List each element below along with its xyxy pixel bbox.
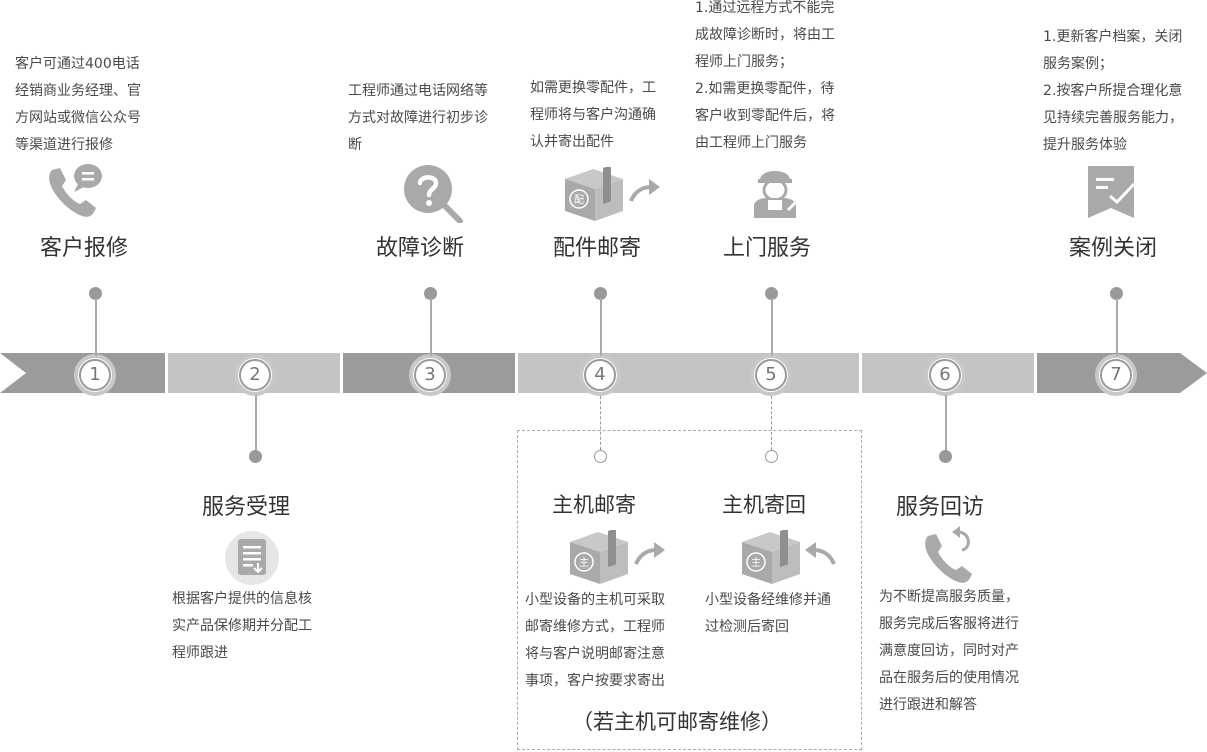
step-5-number: 5 — [750, 354, 792, 396]
question-search-icon — [402, 163, 464, 227]
step-7-number: 7 — [1095, 354, 1137, 396]
svg-text:配: 配 — [574, 194, 584, 206]
connector-dot — [424, 287, 437, 300]
step-6-desc: 为不断提高服务质量，服务完成后客服将进行满意度回访，同时对产品在服务后的使用情况… — [879, 589, 1019, 713]
box-send-icon: 主 — [568, 528, 666, 590]
box-return-icon: 主 — [740, 528, 838, 590]
phone-chat-icon — [44, 160, 104, 224]
step-6-title: 服务回访 — [896, 495, 985, 520]
branch-return-desc: 小型设备经维修并通过检测后寄回 — [705, 592, 831, 635]
svg-text:主: 主 — [579, 557, 589, 569]
document-icon — [224, 530, 280, 590]
branch-send-desc: 小型设备的主机可采取邮寄维修方式，工程师将与客户说明邮寄注意事项，客户按要求寄出 — [525, 592, 665, 689]
step-4-number: 4 — [579, 354, 621, 396]
connector-dot — [1110, 287, 1123, 300]
connector-dot — [939, 450, 952, 463]
branch-dot — [765, 450, 778, 463]
branch-dot — [594, 450, 607, 463]
step-7-desc: 1.更新客户档案，关闭服务案例；2.按客户所提合理化意见持续完善服务能力，提升服… — [1043, 29, 1183, 153]
svg-text:主: 主 — [751, 557, 761, 569]
connector-dot — [765, 287, 778, 300]
step-4-title: 配件邮寄 — [553, 236, 642, 261]
step-3-desc: 工程师通过电话网络等方式对故障进行初步诊断 — [348, 83, 488, 153]
connector-dot — [89, 287, 102, 300]
connector-dot — [594, 287, 607, 300]
branch-return-title: 主机寄回 — [722, 493, 806, 517]
connector-line — [95, 298, 97, 356]
step-6-number: 6 — [924, 354, 966, 396]
branch-send-title: 主机邮寄 — [552, 493, 636, 517]
connector-line — [255, 395, 257, 453]
phone-callback-icon — [922, 526, 982, 590]
step-1-title: 客户报修 — [40, 236, 129, 261]
step-3-number: 3 — [409, 354, 451, 396]
branch-box — [517, 430, 862, 750]
bookmark-check-icon — [1084, 164, 1140, 226]
step-5-desc: 1.通过远程方式不能完成故障诊断时，将由工程师上门服务；2.如需更换零配件，待客… — [695, 0, 835, 151]
step-4-desc: 如需更换零配件，工程师将与客户沟通确认并寄出配件 — [530, 80, 656, 150]
box-send-icon: 配 — [563, 165, 661, 227]
step-2-desc: 根据客户提供的信息核实产品保修期并分配工程师跟进 — [172, 591, 312, 661]
connector-line — [1116, 298, 1118, 356]
branch-note: （若主机可邮寄维修） — [572, 710, 782, 734]
step-1-number: 1 — [74, 354, 116, 396]
step-3-title: 故障诊断 — [376, 236, 465, 261]
step-2-title: 服务受理 — [202, 495, 291, 520]
connector-line — [945, 395, 947, 453]
connector-line — [771, 298, 773, 356]
step-1-desc: 客户可通过400电话经销商业务经理、官方网站或微信公众号等渠道进行报修 — [15, 56, 141, 153]
engineer-icon — [748, 160, 802, 224]
connector-dot — [249, 450, 262, 463]
branch-dashed-line — [600, 396, 601, 450]
branch-dashed-line — [771, 396, 772, 450]
step-5-title: 上门服务 — [723, 236, 812, 261]
connector-line — [430, 298, 432, 356]
step-2-number: 2 — [234, 354, 276, 396]
step-7-title: 案例关闭 — [1069, 236, 1158, 261]
connector-line — [600, 298, 602, 356]
